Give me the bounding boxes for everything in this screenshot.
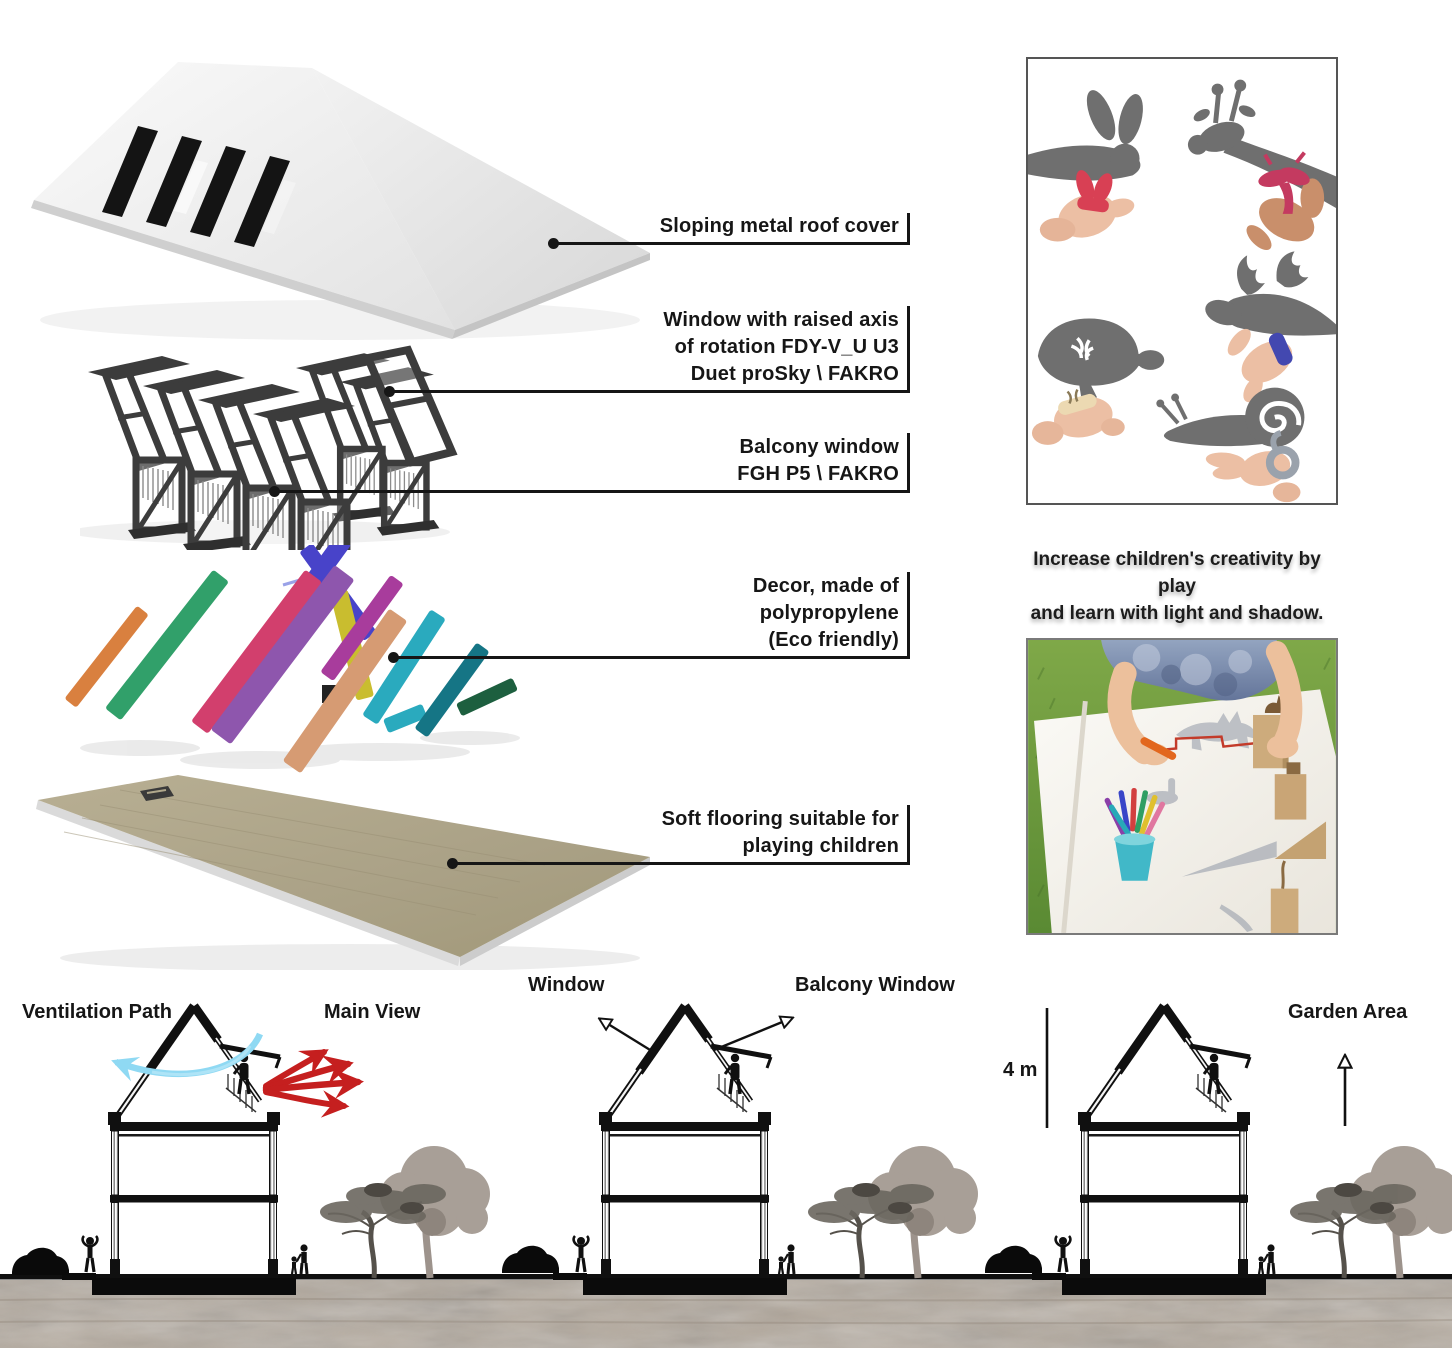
turtle-shadow <box>1037 318 1165 398</box>
roof-face-right <box>312 68 650 330</box>
trees <box>808 1146 978 1278</box>
person-silhouette <box>1056 1236 1071 1272</box>
balcony-window-arrow <box>713 1018 792 1052</box>
creativity-caption: Increase children's creativity by play a… <box>1030 549 1324 624</box>
trees <box>320 1146 490 1278</box>
balcony-windows-axon <box>80 345 458 550</box>
roof-axon <box>31 62 650 340</box>
ground-line <box>0 1274 1452 1280</box>
family-silhouette <box>778 1244 794 1274</box>
annotation-roof: Sloping metal roof cover <box>548 213 910 249</box>
moose-shadow <box>1205 251 1336 336</box>
house-section-garden <box>1032 1006 1266 1295</box>
rabbit-hand <box>1039 170 1135 242</box>
person-silhouette <box>83 1236 98 1272</box>
section-diagrams <box>0 970 1452 1348</box>
car-silhouette <box>502 1245 559 1273</box>
shadow-puppets-photo <box>1026 57 1338 505</box>
house-section-ventilation <box>62 1006 296 1295</box>
car-silhouette <box>12 1247 69 1275</box>
main-view-label: Main View <box>324 1001 421 1023</box>
annotation-window: Window with raised axis of rotation FDY-… <box>384 306 910 397</box>
balcony-window-label: Balcony Window <box>795 974 955 996</box>
annotation-decor-label: Decor, made of polypropylene (Eco friend… <box>752 575 899 651</box>
annotation-decor: Decor, made of polypropylene (Eco friend… <box>388 572 910 663</box>
rabbit-shadow <box>1028 90 1143 181</box>
decor-strips <box>65 545 518 773</box>
roof-edge-front <box>31 200 455 339</box>
roof-window-openings <box>102 126 296 247</box>
decor-axon <box>65 545 520 773</box>
floor-edge-right <box>460 857 650 966</box>
window-arrow <box>600 1019 656 1055</box>
trees <box>1290 1146 1452 1278</box>
snail-shadow <box>1156 387 1305 447</box>
paper-edge <box>1061 700 1088 933</box>
annotation-flooring-label: Soft flooring suitable for playing child… <box>661 808 899 857</box>
person-silhouette <box>574 1236 589 1272</box>
snail-hand <box>1205 430 1301 503</box>
window-label: Window <box>528 974 605 996</box>
car-silhouette <box>985 1245 1042 1273</box>
floor-hatch-square <box>140 786 174 801</box>
garden-area-label: Garden Area <box>1288 1001 1408 1023</box>
turtle-hand <box>1031 389 1125 445</box>
marker-cup <box>1104 787 1166 881</box>
decor-shadows <box>80 731 520 769</box>
floor-top <box>38 775 650 957</box>
ventilation-path-label: Ventilation Path <box>22 1001 173 1023</box>
annotation-flooring: Soft flooring suitable for playing child… <box>447 805 910 869</box>
traced-outline <box>1154 735 1262 752</box>
ventilation-arrow <box>111 1032 264 1082</box>
shadow-puppets-art <box>1028 79 1336 503</box>
roof-edge-right <box>452 253 650 339</box>
annotation-roof-label: Sloping metal roof cover <box>659 215 899 237</box>
house-section-windows <box>553 1006 787 1295</box>
annotation-window-label: Window with raised axis of rotation FDY-… <box>663 309 899 385</box>
floor-axon <box>36 775 650 970</box>
flat-roof-window <box>362 345 458 467</box>
family-silhouette <box>291 1244 307 1274</box>
child-figure <box>1101 640 1303 766</box>
cast-shadows <box>1146 711 1277 933</box>
child-drawing-photo <box>1026 638 1338 935</box>
giraffe-hand <box>1246 151 1325 251</box>
annotation-balcony-window: Balcony window FGH P5 \ FAKRO <box>269 433 910 497</box>
family-silhouette <box>1258 1244 1274 1274</box>
child-drawing-art <box>1028 640 1336 933</box>
main-view-arrows <box>262 1049 364 1118</box>
annotation-balcony-window-label: Balcony window FGH P5 \ FAKRO <box>737 436 899 485</box>
floor-edge-front <box>36 800 460 966</box>
roof-height-label: 4 m <box>1003 1059 1038 1081</box>
